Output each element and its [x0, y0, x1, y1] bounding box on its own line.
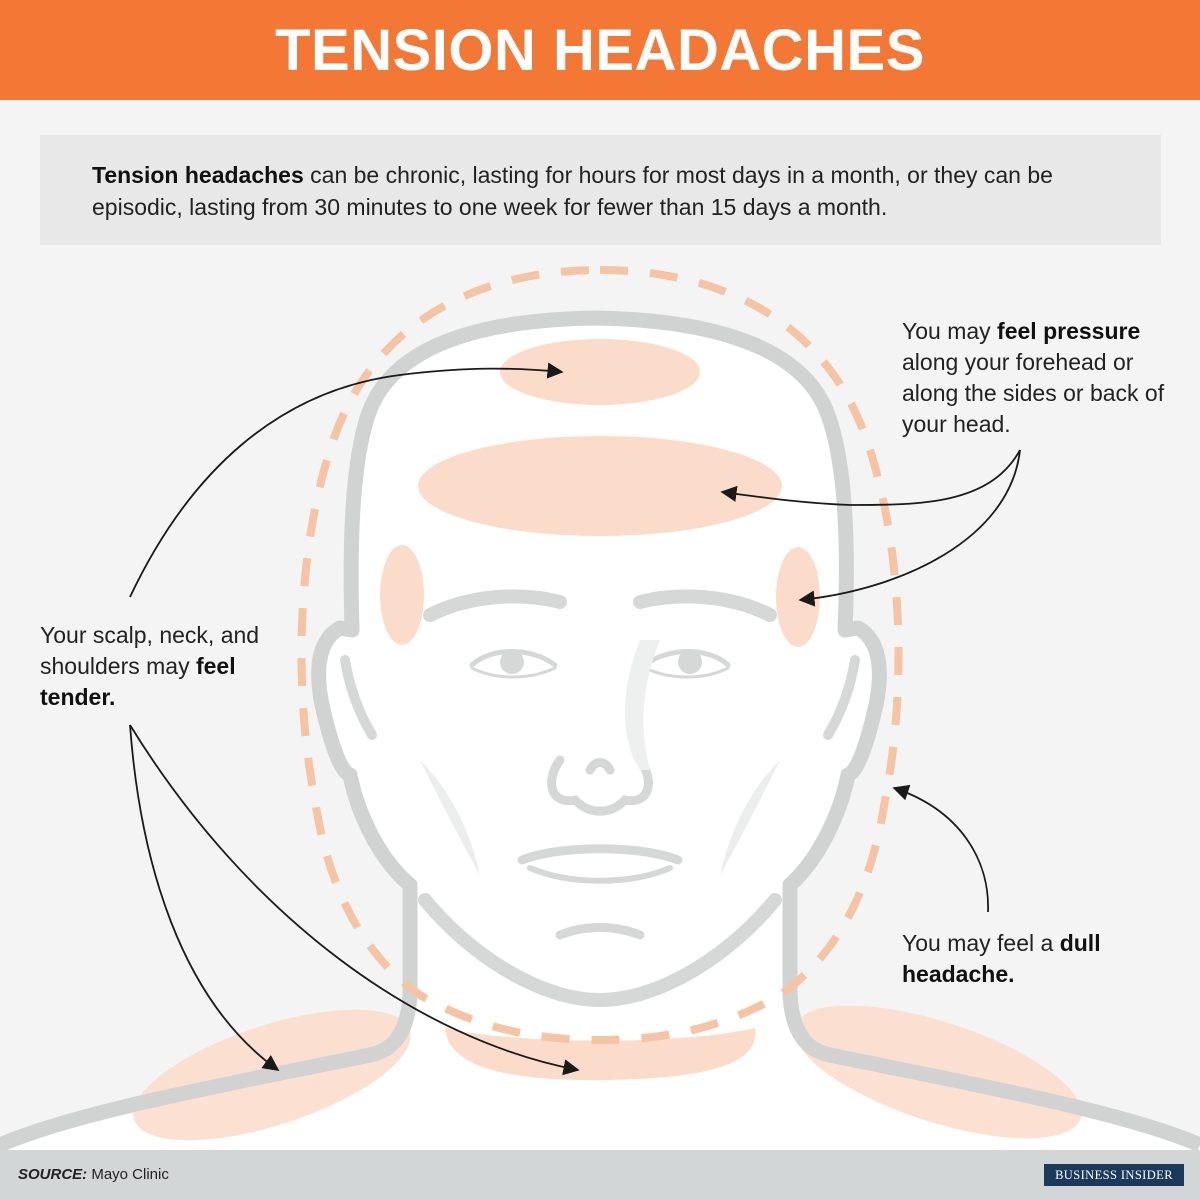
arrow-to-forehead — [720, 449, 1021, 506]
neck-area — [445, 1028, 756, 1081]
lower-lip — [527, 865, 673, 884]
left-temple-area — [380, 545, 424, 645]
callout-pressure-after: along your forehead or along the sides o… — [902, 349, 1165, 437]
right-ear-inner — [823, 655, 860, 740]
left-ear-inner — [340, 655, 377, 740]
head-illustration — [0, 265, 1200, 1150]
footer-bar: SOURCE: Mayo Clinic BUSINESS INSIDER — [0, 1150, 1200, 1200]
callout-pressure-bold: feel pressure — [997, 318, 1141, 344]
nose-bridge-shadow — [625, 640, 660, 770]
source-name: Mayo Clinic — [87, 1166, 169, 1183]
head-outline — [0, 310, 1200, 1150]
arrow-to-scalp-top — [129, 362, 564, 598]
scalp-top-area — [500, 339, 700, 405]
pain-dashed-outline — [297, 265, 903, 1045]
right-cheek-shadow — [720, 760, 780, 875]
nose — [547, 755, 653, 816]
intro-text: can be chronic, lasting for hours for mo… — [92, 162, 1053, 220]
intro-box: Tension headaches can be chronic, lastin… — [40, 135, 1161, 245]
intro-bold-term: Tension headaches — [92, 162, 304, 188]
arrow-to-neck — [129, 724, 580, 1076]
right-eye-lower — [643, 666, 730, 679]
source-credit: SOURCE: Mayo Clinic — [18, 1166, 169, 1183]
arrow-to-left-shoulder — [129, 724, 280, 1071]
brand-logo: BUSINESS INSIDER — [1044, 1164, 1184, 1186]
callout-pressure: You may feel pressure along your forehea… — [902, 316, 1172, 440]
arrow-to-right-temple — [798, 449, 1021, 607]
left-iris — [500, 650, 524, 674]
left-cheek-shadow — [420, 760, 480, 875]
head-silhouette — [0, 318, 1200, 1150]
callout-dull-before: You may feel a — [902, 930, 1060, 956]
callout-pressure-before: You may — [902, 318, 998, 344]
callout-tender: Your scalp, neck, and shoulders may feel… — [40, 620, 280, 713]
nose-tip — [585, 758, 615, 775]
callout-dull-bold: dull headache. — [902, 930, 1101, 987]
right-iris — [678, 650, 702, 674]
right-temple-area — [776, 547, 820, 647]
left-eye-lower — [470, 666, 557, 679]
callout-arrows — [129, 362, 1021, 1076]
forehead-area — [418, 436, 782, 536]
right-eyebrow — [633, 589, 777, 622]
face-features — [340, 589, 860, 1008]
title-banner: TENSION HEADACHES — [0, 0, 1200, 100]
left-eyebrow — [423, 589, 567, 622]
source-label: SOURCE: — [18, 1166, 88, 1183]
arrow-to-dull-headache — [892, 784, 989, 913]
callout-tender-before: Your scalp, neck, and shoulders may — [40, 622, 260, 679]
callout-tender-bold: feel tender. — [40, 653, 236, 710]
jawline — [418, 893, 782, 1008]
chin — [555, 923, 645, 940]
page-title: TENSION HEADACHES — [275, 17, 925, 83]
upper-lip — [517, 844, 683, 865]
callout-dull: You may feel a dull headache. — [902, 928, 1142, 990]
